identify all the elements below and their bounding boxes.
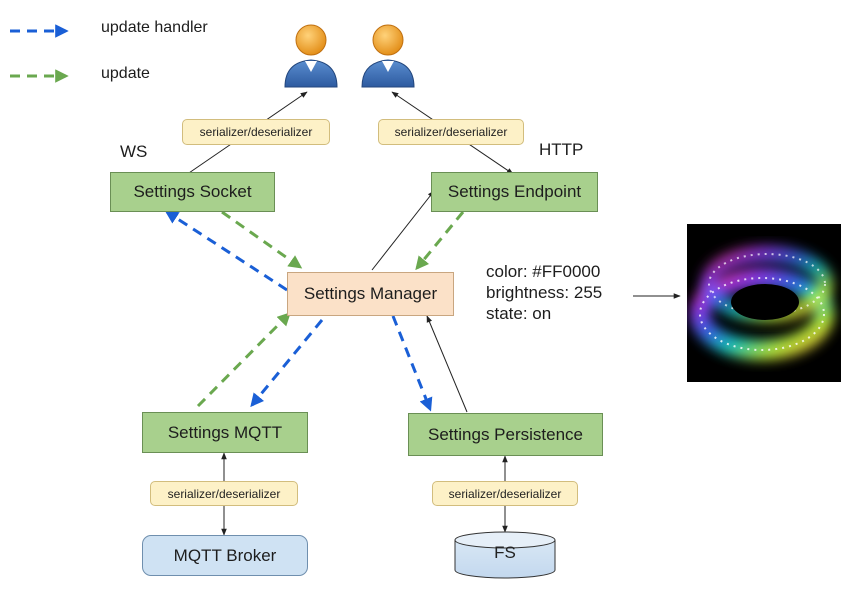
legend-update-handler-label: update handler — [101, 19, 208, 36]
mqtt-serializer-tag: serializer/deserializer — [150, 481, 298, 506]
mqtt-broker-node: MQTT Broker — [142, 535, 308, 576]
settings-manager-node: Settings Manager — [287, 272, 454, 316]
ws-serializer-tag: serializer/deserializer — [182, 119, 330, 145]
settings-mqtt-node: Settings MQTT — [142, 412, 308, 453]
fs-node-label: FS — [494, 543, 516, 562]
update-arrow-socket-to-manager — [221, 210, 303, 269]
http-protocol-label: HTTP — [539, 140, 584, 159]
settings-endpoint-node: Settings Endpoint — [431, 172, 598, 212]
fs-cylinder — [454, 531, 556, 579]
state-color-text: color: #FF0000 — [486, 262, 601, 281]
user-icon-right — [361, 24, 415, 88]
persistence-to-manager-line — [426, 315, 468, 413]
update-handler-arrow-to-socket — [164, 210, 288, 292]
manager-to-endpoint-line — [371, 190, 435, 271]
user-icon-left — [284, 24, 338, 88]
led-strip-image — [687, 224, 841, 382]
http-serializer-tag: serializer/deserializer — [378, 119, 524, 145]
legend-update-label: update — [101, 65, 150, 82]
update-arrow-mqtt-to-manager — [196, 312, 291, 408]
update-handler-arrow-to-persistence — [391, 315, 433, 412]
state-on-text: state: on — [486, 304, 552, 323]
update-handler-arrow-to-mqtt — [250, 319, 324, 408]
update-arrow-endpoint-to-manager — [415, 211, 465, 271]
state-brightness-text: brightness: 255 — [486, 283, 603, 302]
settings-socket-node: Settings Socket — [110, 172, 275, 212]
settings-persistence-node: Settings Persistence — [408, 413, 603, 456]
persistence-serializer-tag: serializer/deserializer — [432, 481, 578, 506]
ws-protocol-label: WS — [120, 142, 148, 161]
